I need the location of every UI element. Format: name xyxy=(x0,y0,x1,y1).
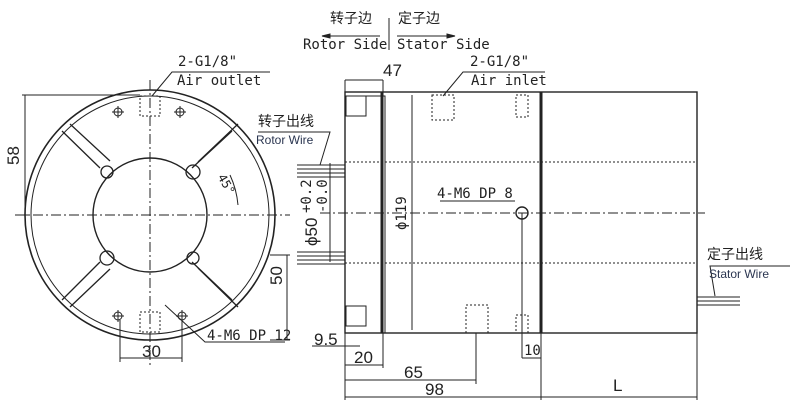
bore-tol-minus: -0.0 xyxy=(315,179,331,213)
dim-L: L xyxy=(613,376,623,395)
dim-9-5: 9.5 xyxy=(314,330,338,349)
stator-wire-en: Stator Wire xyxy=(709,267,770,281)
rotor-wire xyxy=(297,164,345,265)
stator-wire xyxy=(697,296,740,306)
side-indicator xyxy=(321,18,456,50)
front-view xyxy=(15,71,290,365)
rotor-side-en: Rotor Side xyxy=(303,37,388,53)
stator-wire-cn: 定子出线 xyxy=(707,247,763,263)
rotor-wire-en: Rotor Wire xyxy=(256,133,314,147)
rotor-wire-cn: 转子出线 xyxy=(258,114,314,130)
rotor-side-cn: 转子边 xyxy=(330,11,372,27)
front-bolt-holes: 4-M6 DP 12 xyxy=(207,328,292,344)
side-view xyxy=(258,71,790,400)
stator-side-cn: 定子边 xyxy=(398,11,440,27)
dim-10: 10 xyxy=(524,343,541,359)
air-outlet-label: Air outlet xyxy=(177,73,262,89)
dim-50: 50 xyxy=(267,266,286,285)
slot xyxy=(61,123,239,308)
dim-65: 65 xyxy=(404,363,423,382)
dim-47: 47 xyxy=(383,61,402,80)
side-bolt-holes: 4-M6 DP 8 xyxy=(437,186,513,202)
air-inlet-label: Air inlet xyxy=(471,73,547,89)
dim-20: 20 xyxy=(354,348,373,367)
dim-98: 98 xyxy=(425,380,444,399)
dim-58: 58 xyxy=(4,146,23,165)
bore-diameter: ϕ50 xyxy=(302,217,321,246)
outer-diameter: ϕ119 xyxy=(394,196,410,230)
bore-tol-plus: +0.2 xyxy=(299,179,315,213)
stator-side-en: Stator Side xyxy=(397,37,490,53)
dim-30: 30 xyxy=(142,342,161,361)
air-inlet-spec: 2-G1/8" xyxy=(470,54,530,70)
air-outlet-spec: 2-G1/8" xyxy=(178,54,238,70)
